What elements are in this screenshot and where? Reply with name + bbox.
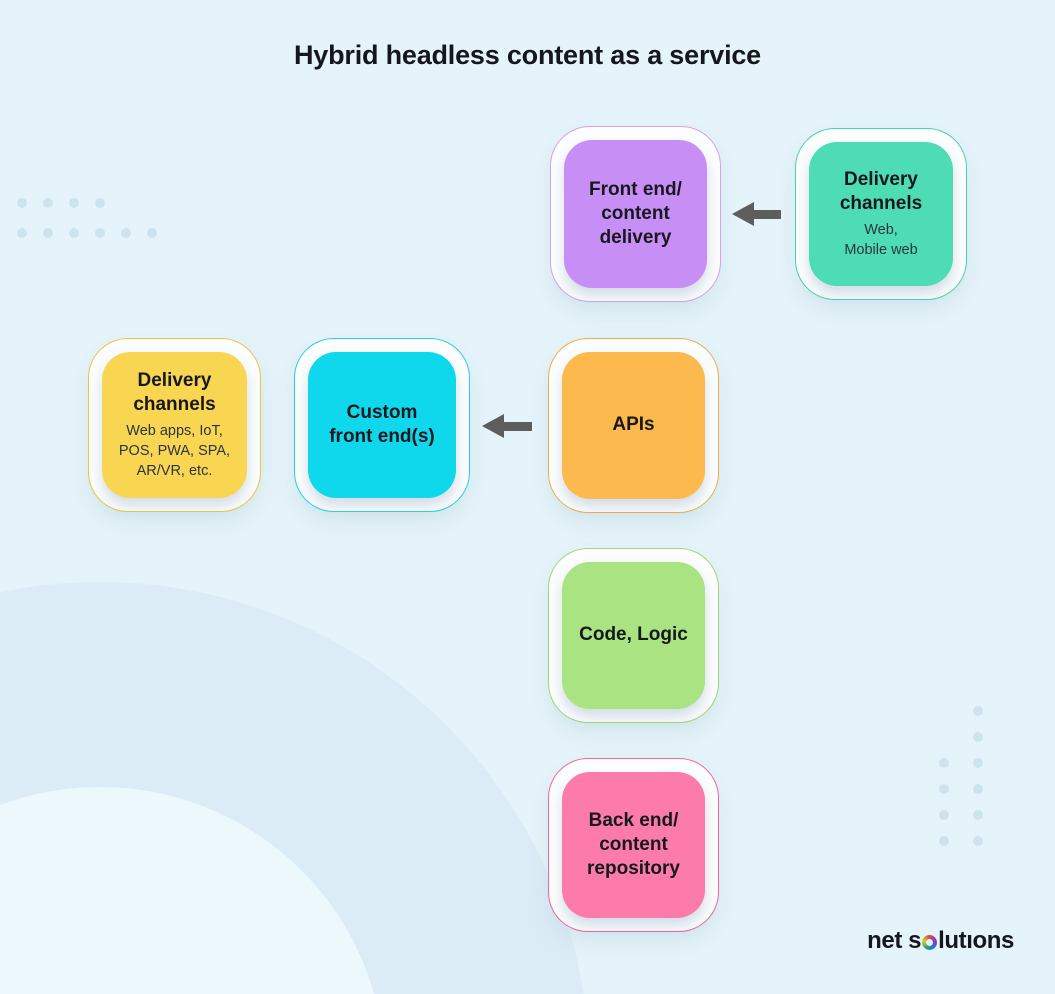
decorative-dot xyxy=(939,836,949,846)
decorative-dot xyxy=(973,836,983,846)
arrow-shaft xyxy=(754,209,781,219)
node-code-logic: Code, Logic xyxy=(548,548,719,723)
decorative-dot xyxy=(973,732,983,742)
node-delivery-channels-apps-fill: Delivery channels Web apps, IoT, POS, PW… xyxy=(102,352,247,498)
decorative-dot xyxy=(69,228,79,238)
node-sublabel: Web, Mobile web xyxy=(844,222,918,259)
node-label: APIs xyxy=(612,414,655,436)
decorative-dot xyxy=(95,198,105,208)
node-label: Front end/ content delivery xyxy=(589,178,682,249)
arrow-shaft xyxy=(504,421,532,431)
node-label: Delivery channels xyxy=(133,369,216,415)
node-front-end-fill: Front end/ content delivery xyxy=(564,140,707,288)
net-solutions-logo: net s lutıons xyxy=(867,927,1014,955)
node-label: Delivery channels xyxy=(839,168,923,214)
arrow-delivery-channels-to-front-end xyxy=(732,202,781,226)
decorative-dot xyxy=(973,706,983,716)
node-label: Code, Logic xyxy=(579,624,688,646)
dots-pattern-top-left xyxy=(17,198,157,238)
decorative-dot xyxy=(939,810,949,820)
dots-pattern-right-inner xyxy=(939,758,949,846)
arrow-head-icon xyxy=(482,414,504,438)
decorative-dot xyxy=(95,228,105,238)
node-sublabel: Web apps, IoT, POS, PWA, SPA, AR/VR, etc… xyxy=(118,423,231,480)
node-front-end-content-delivery: Front end/ content delivery xyxy=(550,126,721,302)
node-back-end-fill: Back end/ content repository xyxy=(562,772,705,918)
decorative-dot xyxy=(973,758,983,768)
decorative-dot xyxy=(43,198,53,208)
logo-text-prefix: net s xyxy=(867,927,922,954)
arrow-apis-to-custom-front-end xyxy=(482,414,532,438)
logo-ring-o-icon xyxy=(922,934,938,950)
node-label: Custom front end(s) xyxy=(329,401,435,447)
node-label: Back end/ content repository xyxy=(587,809,680,880)
node-code-logic-fill: Code, Logic xyxy=(562,562,705,709)
decorative-dot xyxy=(147,228,157,238)
dots-pattern-right-outer xyxy=(973,706,983,846)
decorative-dot xyxy=(43,228,53,238)
decorative-dot xyxy=(973,784,983,794)
decorative-circle xyxy=(0,582,590,994)
node-custom-front-ends-fill: Custom front end(s) xyxy=(308,352,456,498)
decorative-dot xyxy=(939,784,949,794)
node-apis-fill: APIs xyxy=(562,352,705,499)
decorative-dot xyxy=(121,228,131,238)
decorative-dot xyxy=(69,198,79,208)
node-apis: APIs xyxy=(548,338,719,513)
decorative-dot xyxy=(17,228,27,238)
decorative-dot xyxy=(973,810,983,820)
node-back-end-content-repository: Back end/ content repository xyxy=(548,758,719,932)
decorative-dot xyxy=(17,198,27,208)
node-delivery-channels-web-fill: Delivery channels Web, Mobile web xyxy=(809,142,953,286)
arrow-head-icon xyxy=(732,202,754,226)
node-delivery-channels-apps: Delivery channels Web apps, IoT, POS, PW… xyxy=(88,338,261,512)
node-custom-front-ends: Custom front end(s) xyxy=(294,338,470,512)
logo-text-suffix: lutıons xyxy=(938,927,1014,954)
node-delivery-channels-web: Delivery channels Web, Mobile web xyxy=(795,128,967,300)
decorative-dot xyxy=(939,758,949,768)
page-title: Hybrid headless content as a service xyxy=(293,40,761,70)
